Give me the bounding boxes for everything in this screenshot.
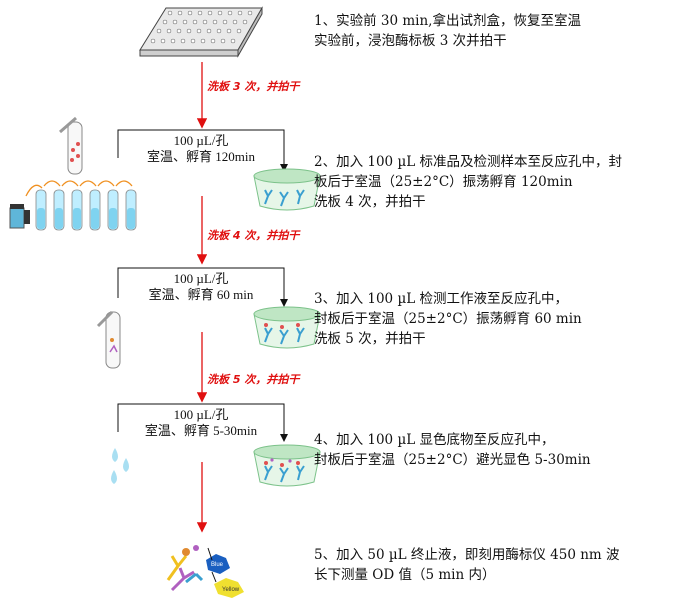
reaction-well-icon [253,444,321,487]
incubation-condition: 100 µL/孔 室温、孵育 120min [124,133,278,165]
incubation-condition: 100 µL/孔 室温、孵育 5-30min [124,407,278,439]
step-line: 长下测量 OD 值（5 min 内） [314,567,496,583]
incubation-condition: 100 µL/孔 室温、孵育 60 min [124,271,278,303]
detection-reagent-tube-icon [96,310,121,369]
volume-label: 100 µL/孔 [173,133,229,148]
volume-label: 100 µL/孔 [173,407,229,422]
step-3-text: 3、加入 100 µL 检测工作液至反应孔中， 封板后于室温（25±2°C）振荡… [314,289,582,349]
step-line: 2、加入 100 µL 标准品及检测样本至反应孔中，封 [314,154,622,170]
incubation-label: 室温、孵育 60 min [148,287,254,302]
step-5-text: 5、加入 50 µL 终止液，即刻用酶标仪 450 nm 波 长下测量 OD 值… [314,545,620,585]
step-line: 封板后于室温（25±2°C）避光显色 5-30min [314,452,591,468]
incubation-label: 室温、孵育 5-30min [144,423,258,438]
volume-label: 100 µL/孔 [173,271,229,286]
yellow-label: Yellow [222,587,240,593]
step-line: 4、加入 100 µL 显色底物至反应孔中， [314,432,555,448]
blue-label: Blue [211,562,224,568]
substrate-drops-icon [111,448,129,484]
step-line: 实验前，浸泡酶标板 3 次并拍干 [314,33,507,49]
step-2-text: 2、加入 100 µL 标准品及检测样本至反应孔中，封 板后于室温（25±2°C… [314,152,622,212]
step-line: 3、加入 100 µL 检测工作液至反应孔中， [314,291,568,307]
wash-label: 洗板 4 次，并拍干 [207,229,300,242]
step-line: 5、加入 50 µL 终止液，即刻用酶标仪 450 nm 波 [314,547,620,563]
step-line: 1、实验前 30 min,拿出试剂盒，恢复至室温 [314,13,581,29]
incubation-label: 室温、孵育 120min [147,149,255,164]
step-line: 封板后于室温（25±2°C）振荡孵育 60 min [314,311,582,327]
color-reaction-icon [166,545,244,598]
reaction-well-icon [253,168,321,211]
step-line: 板后于室温（25±2°C）振荡孵育 120min [314,174,573,190]
wash-label: 洗板 3 次，并拍干 [207,80,300,93]
sample-tubes-icon [9,116,137,231]
microplate-icon [139,6,263,58]
wash-label: 洗板 5 次，并拍干 [207,373,300,386]
incubation-brackets [117,129,288,442]
step-line: 洗板 5 次，并拍干 [314,331,426,347]
step-line: 洗板 4 次，并拍干 [314,194,426,210]
reaction-well-icon [253,306,321,349]
step-4-text: 4、加入 100 µL 显色底物至反应孔中， 封板后于室温（25±2°C）避光显… [314,430,591,470]
step-1-text: 1、实验前 30 min,拿出试剂盒，恢复至室温 实验前，浸泡酶标板 3 次并拍… [314,11,581,51]
